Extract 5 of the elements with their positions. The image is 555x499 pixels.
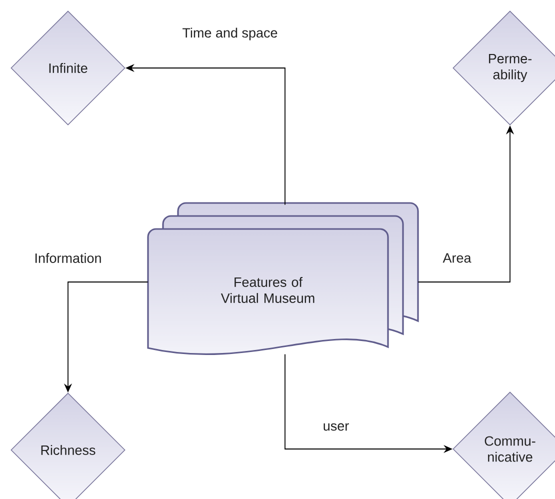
edge-label: Information [33,252,103,264]
edge-label: user [322,422,350,432]
edge-label: Time and space [181,26,279,42]
document-stack: Features of Virtual Museum [147,202,419,355]
edge-label: Area [442,252,472,264]
